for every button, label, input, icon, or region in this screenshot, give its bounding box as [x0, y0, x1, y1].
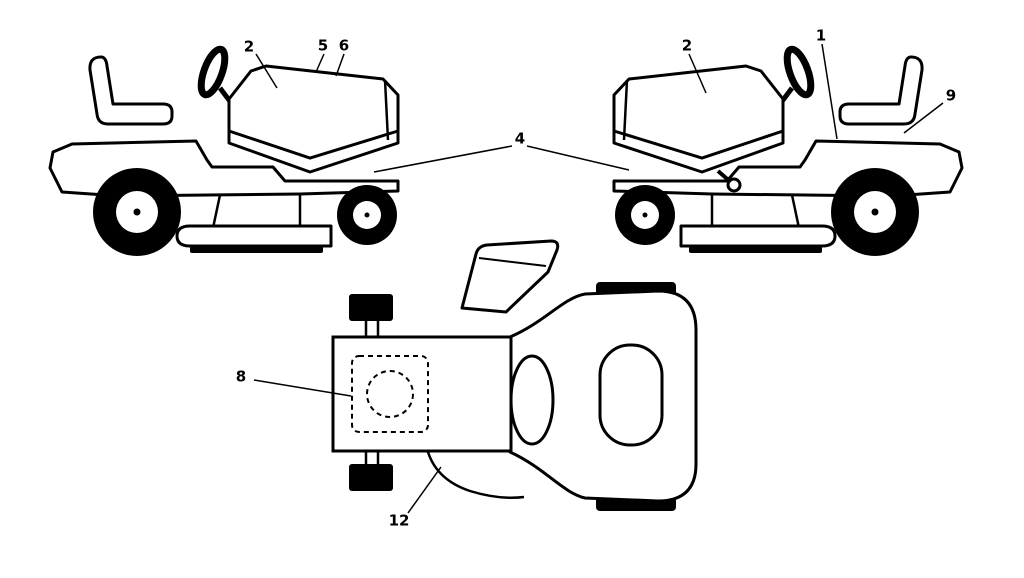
callout-1: 1	[815, 26, 827, 45]
leader-6	[335, 53, 345, 77]
steering-wheel-rim-line	[478, 257, 547, 267]
leader-8	[253, 379, 352, 397]
leader-2-right	[688, 53, 707, 94]
leader-9	[903, 102, 944, 134]
callout-2-left: 2	[243, 37, 255, 56]
engine-bay	[331, 335, 513, 453]
callout-9: 9	[945, 86, 957, 105]
front-wheel-bottom	[349, 464, 393, 491]
callout-8: 8	[235, 367, 247, 386]
seat-top	[598, 343, 664, 447]
leader-4-to-right	[526, 145, 630, 171]
steering-wheel-top	[460, 239, 560, 314]
engine-cover-dashed	[351, 355, 429, 433]
callout-5: 5	[317, 36, 329, 55]
leader-lines	[253, 43, 944, 514]
belt-cable-curve	[426, 451, 525, 499]
leader-2-left	[255, 53, 278, 89]
callout-6: 6	[338, 36, 350, 55]
front-wheel-top	[349, 294, 393, 321]
callout-12: 12	[388, 511, 410, 530]
engine-cap-dashed	[366, 370, 414, 418]
callout-4: 4	[514, 129, 526, 148]
callout-2-right: 2	[681, 36, 693, 55]
deck-lift-lever	[716, 169, 742, 193]
dash-cover-top	[509, 354, 555, 446]
leader-12	[407, 466, 442, 514]
tractor-right-side-view	[614, 46, 962, 256]
tractor-left-side-view	[50, 46, 398, 256]
leader-4-to-left	[373, 145, 513, 173]
leader-5	[315, 53, 325, 73]
tractor-top-view	[331, 239, 698, 511]
leader-1	[821, 43, 838, 140]
